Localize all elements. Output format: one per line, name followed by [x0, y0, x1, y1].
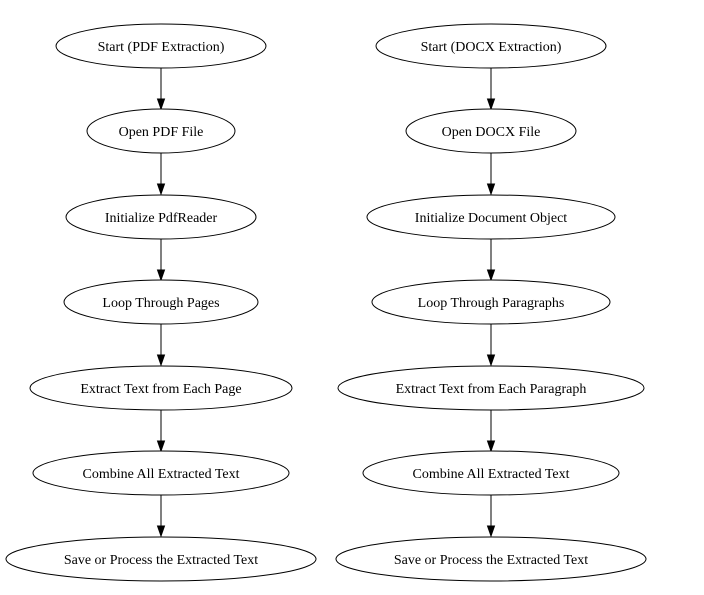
node-combine: Combine All Extracted Text — [32, 450, 290, 496]
node-open-file: Open PDF File — [86, 108, 236, 154]
node-label: Save or Process the Extracted Text — [394, 553, 588, 568]
node-label: Combine All Extracted Text — [82, 467, 239, 482]
node-loop: Loop Through Paragraphs — [371, 279, 611, 325]
node-extract: Extract Text from Each Paragraph — [337, 365, 645, 411]
pdf-extraction-flow: Start (PDF Extraction) Open PDF File Ini… — [5, 23, 317, 582]
node-label: Loop Through Pages — [102, 296, 219, 311]
edge — [486, 239, 496, 282]
edge — [486, 68, 496, 111]
node-label: Extract Text from Each Paragraph — [396, 382, 587, 397]
node-extract: Extract Text from Each Page — [29, 365, 293, 411]
node-label: Open DOCX File — [442, 125, 541, 140]
edge — [156, 153, 166, 196]
node-start: Start (DOCX Extraction) — [375, 23, 607, 69]
node-initialize: Initialize Document Object — [366, 194, 616, 240]
node-label: Extract Text from Each Page — [80, 382, 241, 397]
edge — [156, 324, 166, 367]
node-label: Loop Through Paragraphs — [418, 296, 565, 311]
node-label: Initialize PdfReader — [105, 211, 218, 226]
edge — [156, 68, 166, 111]
node-label: Start (DOCX Extraction) — [421, 40, 562, 55]
node-save: Save or Process the Extracted Text — [5, 536, 317, 582]
node-combine: Combine All Extracted Text — [362, 450, 620, 496]
edge — [156, 410, 166, 453]
node-label: Save or Process the Extracted Text — [64, 553, 258, 568]
node-label: Start (PDF Extraction) — [98, 40, 225, 55]
node-label: Initialize Document Object — [415, 211, 567, 226]
node-open-file: Open DOCX File — [405, 108, 577, 154]
edge — [156, 495, 166, 538]
edge — [486, 153, 496, 196]
edge — [156, 239, 166, 282]
edge — [486, 324, 496, 367]
node-initialize: Initialize PdfReader — [65, 194, 257, 240]
node-loop: Loop Through Pages — [63, 279, 259, 325]
edge — [486, 410, 496, 453]
node-start: Start (PDF Extraction) — [55, 23, 267, 69]
node-save: Save or Process the Extracted Text — [335, 536, 647, 582]
node-label: Combine All Extracted Text — [412, 467, 569, 482]
node-label: Open PDF File — [119, 125, 204, 140]
edge — [486, 495, 496, 538]
docx-extraction-flow: Start (DOCX Extraction) Open DOCX File I… — [335, 23, 647, 582]
